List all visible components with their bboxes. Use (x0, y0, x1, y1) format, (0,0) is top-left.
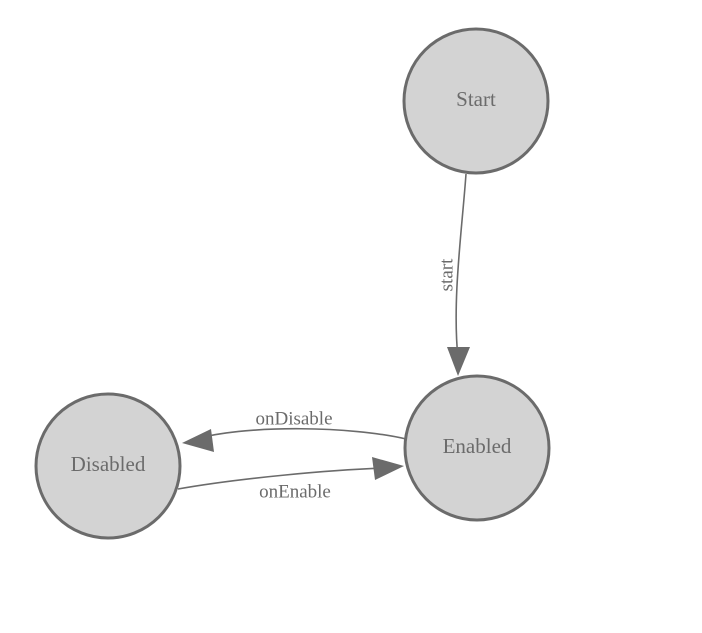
edge-path-disabled-to-enabled (177, 467, 386, 490)
state-node-disabled-label: Disabled (71, 452, 146, 476)
state-node-disabled-circle[interactable] (34, 392, 182, 540)
arrowhead-down-icon (447, 347, 470, 376)
state-node-enabled[interactable]: Enabled (403, 374, 551, 522)
state-node-enabled-circle[interactable] (403, 374, 551, 522)
edge-label-start: start (436, 258, 457, 291)
edge-path-enabled-to-disabled (199, 427, 407, 440)
edge-start-to-enabled[interactable]: start (436, 173, 470, 376)
state-node-enabled-label: Enabled (443, 434, 512, 458)
edge-path-start-to-enabled (455, 173, 467, 359)
state-node-start-circle[interactable] (402, 27, 550, 175)
arrowhead-right-icon (372, 457, 404, 480)
edge-enabled-to-disabled[interactable]: onDisable (182, 408, 407, 452)
state-node-disabled[interactable]: Disabled (34, 392, 182, 540)
state-node-start-label: Start (456, 87, 496, 111)
arrowhead-left-icon (182, 429, 214, 452)
state-node-start[interactable]: Start (402, 27, 550, 175)
edge-label-ondisable: onDisable (255, 408, 332, 429)
edge-disabled-to-enabled[interactable]: onEnable (177, 457, 404, 502)
edge-label-onenable: onEnable (259, 481, 331, 502)
